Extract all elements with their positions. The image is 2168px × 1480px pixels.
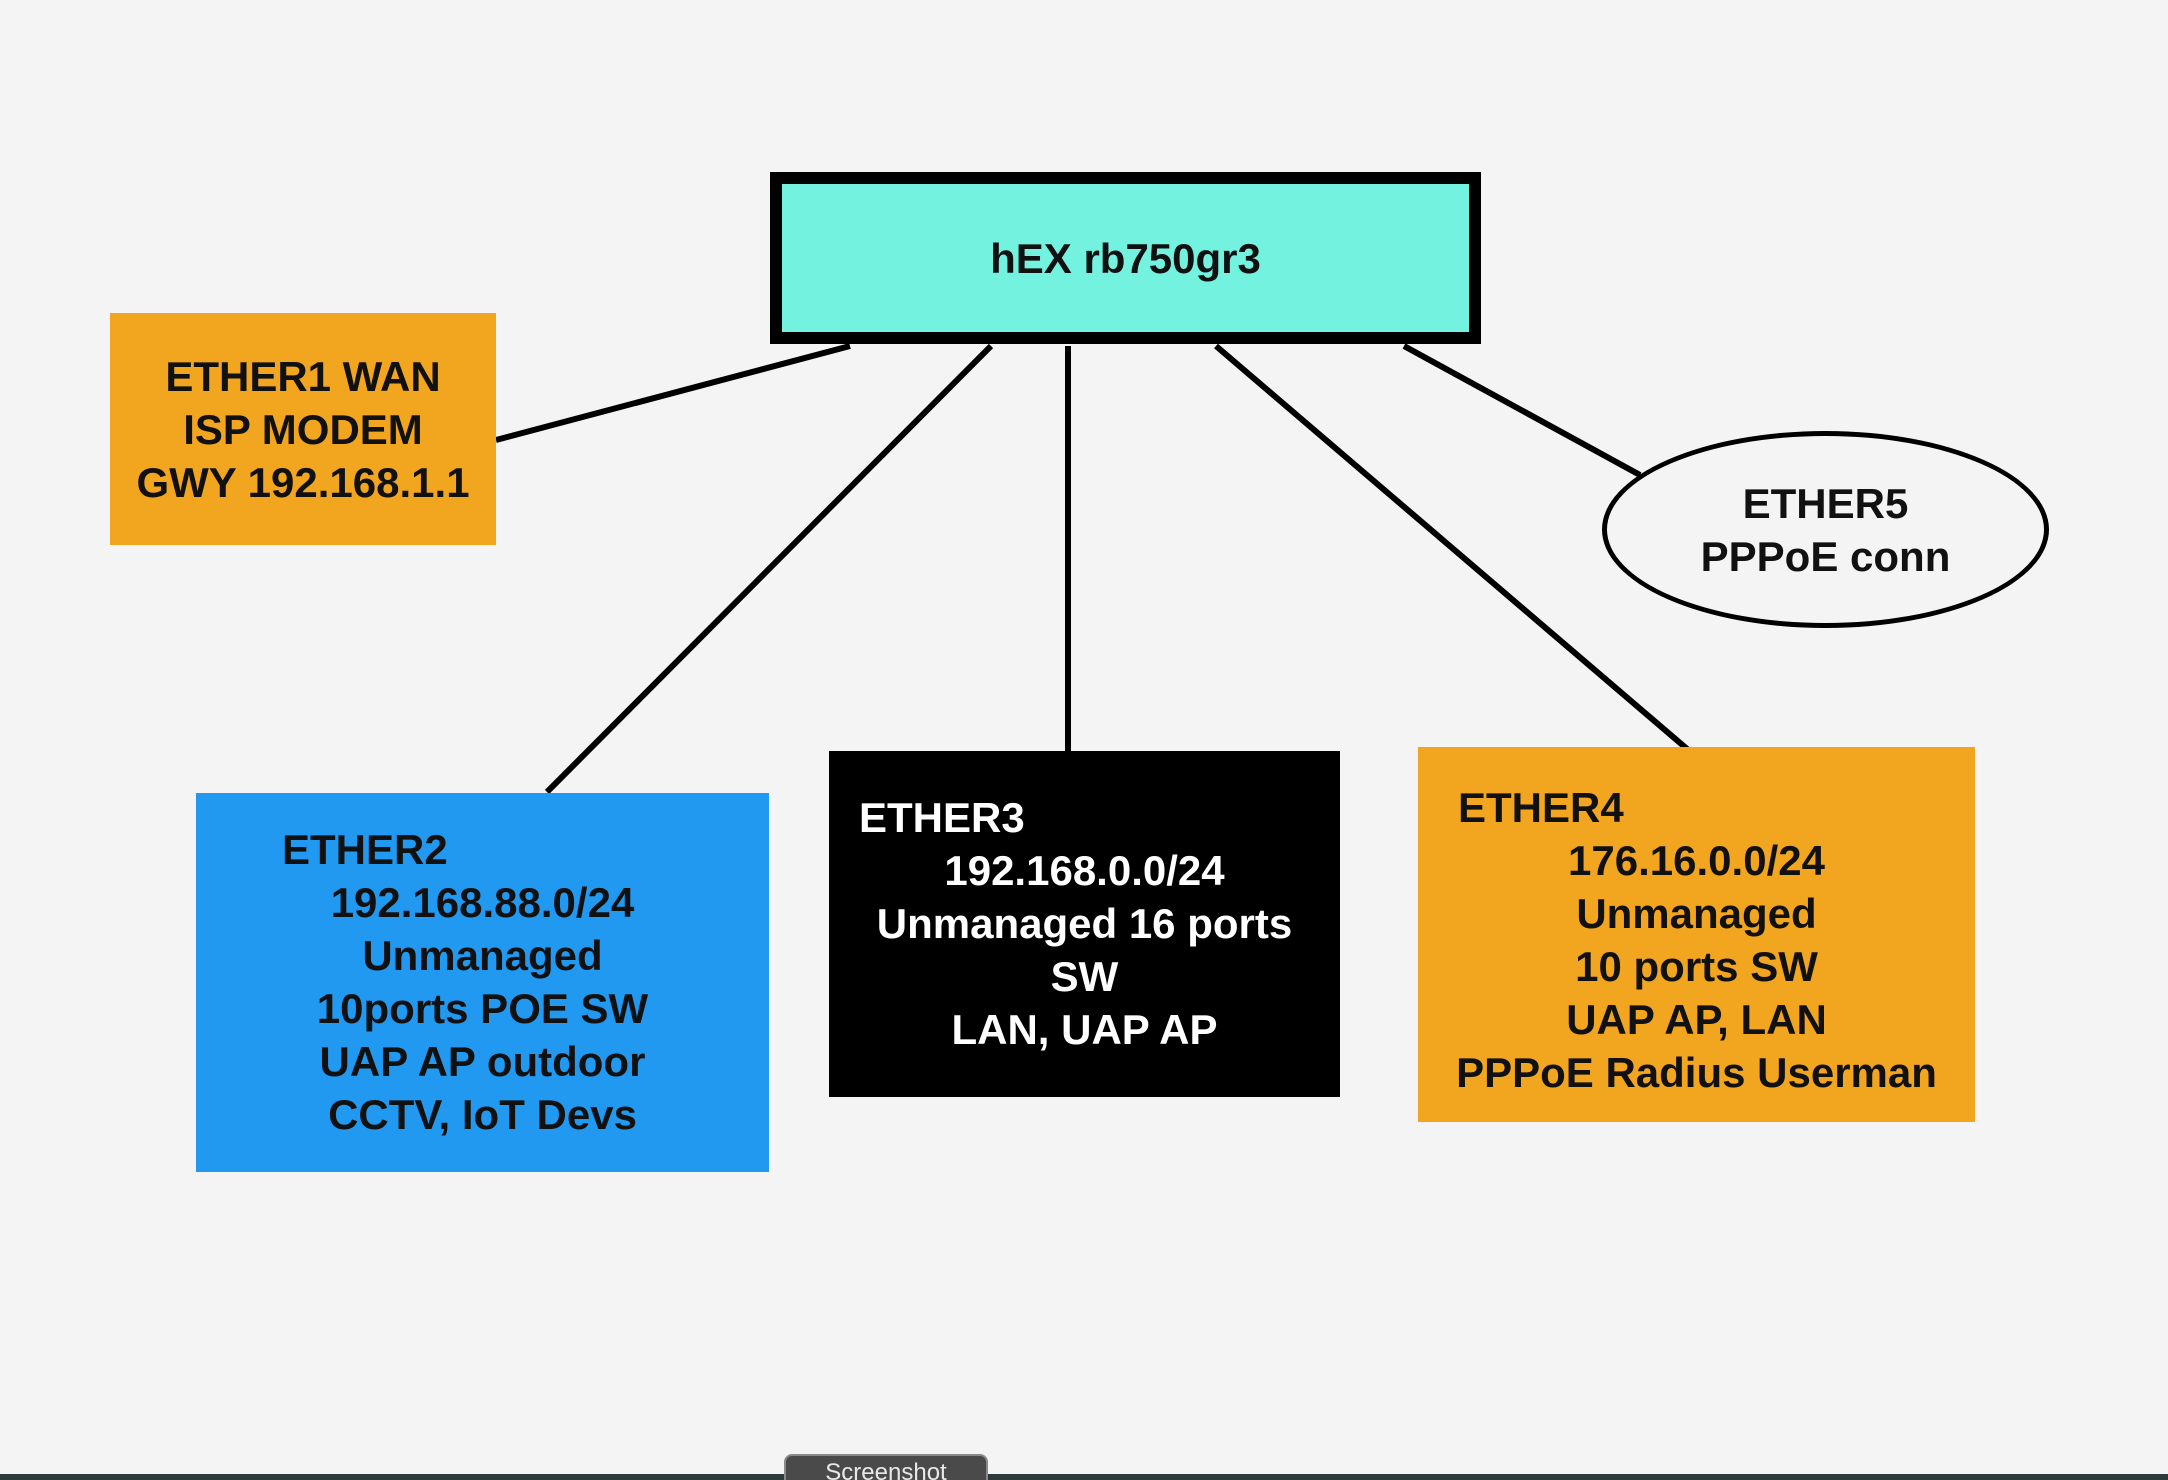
ether2-line: UAP AP outdoor <box>319 1038 646 1085</box>
ether5-title: ETHER5 <box>1742 479 1909 527</box>
ether1-title: ETHER1 WAN <box>165 352 441 400</box>
ether5-node: ETHER5 PPPoE conn <box>1602 431 2049 628</box>
ether5-line: PPPoE conn <box>1700 532 1951 580</box>
connector-ether2 <box>544 343 994 795</box>
router-node: hEX rb750gr3 <box>770 172 1481 344</box>
router-label: hEX rb750gr3 <box>990 234 1261 282</box>
connector-ether1 <box>495 343 851 443</box>
connector-ether4 <box>1214 343 1695 757</box>
ether4-node: ETHER4 176.16.0.0/24 Unmanaged 10 ports … <box>1418 747 1975 1122</box>
ether1-line: GWY 192.168.1.1 <box>136 458 470 506</box>
ether2-title: ETHER2 <box>282 826 448 873</box>
ether1-line: ISP MODEM <box>183 405 423 453</box>
ether2-line: Unmanaged <box>362 932 603 979</box>
ether3-line: Unmanaged 16 ports <box>876 900 1293 947</box>
ether2-line: 192.168.88.0/24 <box>330 879 635 926</box>
connector-ether5 <box>1402 343 1642 478</box>
ether4-line: 176.16.0.0/24 <box>1568 837 1825 884</box>
ether4-title: ETHER4 <box>1458 784 1624 831</box>
ether4-line: 10 ports SW <box>1575 943 1818 990</box>
ether3-title: ETHER3 <box>859 794 1025 841</box>
ether4-line: PPPoE Radius Userman <box>1456 1049 1937 1096</box>
ether1-node: ETHER1 WAN ISP MODEM GWY 192.168.1.1 <box>110 313 496 545</box>
screenshot-tab[interactable]: Screenshot <box>784 1454 988 1480</box>
ether2-line: CCTV, IoT Devs <box>328 1091 637 1138</box>
ether4-line: Unmanaged <box>1576 890 1817 937</box>
ether4-line: UAP AP, LAN <box>1566 996 1827 1043</box>
ether3-line: 192.168.0.0/24 <box>944 847 1225 894</box>
ether3-node: ETHER3 192.168.0.0/24 Unmanaged 16 ports… <box>829 751 1340 1097</box>
ether3-line: LAN, UAP AP <box>951 1006 1218 1053</box>
ether3-line: SW <box>1050 953 1119 1000</box>
ether2-line: 10ports POE SW <box>316 985 649 1032</box>
taskbar <box>0 1474 2168 1480</box>
ether2-node: ETHER2 192.168.88.0/24 Unmanaged 10ports… <box>196 793 769 1172</box>
